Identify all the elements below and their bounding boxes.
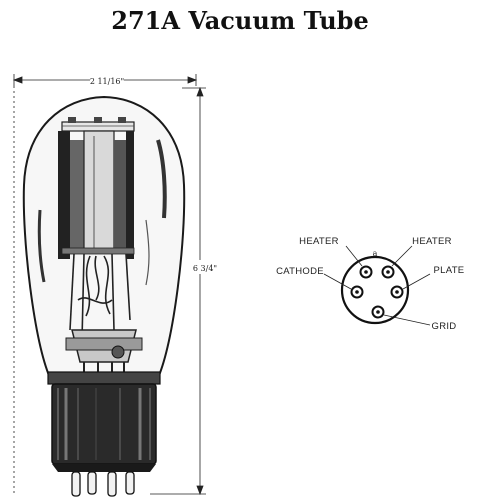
- label-heater-left: HEATER: [299, 236, 339, 247]
- width-label: 2 11/16": [90, 77, 124, 86]
- pin-heater-right: [381, 265, 395, 279]
- label-cathode: CATHODE: [276, 266, 324, 277]
- base-pins: [71, 471, 135, 497]
- diagram-title: 271A Vacuum Tube: [111, 6, 369, 35]
- pin-grid: [371, 305, 385, 319]
- height-dimension: [150, 86, 206, 496]
- support-wires: [69, 253, 131, 341]
- plate-structure: [58, 130, 135, 259]
- label-heater-right: HEATER: [412, 236, 452, 247]
- height-label: 6 3/4": [193, 264, 217, 273]
- label-grid: GRID: [432, 321, 457, 332]
- base-pin-diagram: a HEATER HEATER CATHODE PLATE GRID: [276, 236, 464, 332]
- tube-base: [47, 371, 161, 472]
- key-mark: a: [373, 249, 378, 258]
- top-mica: [61, 117, 135, 132]
- pin-plate: [390, 285, 404, 299]
- socket-outline: [340, 255, 410, 325]
- pin-heater-left: [359, 265, 373, 279]
- label-plate: PLATE: [434, 265, 465, 276]
- pin-cathode: [350, 285, 364, 299]
- glass-highlight-left: [37, 209, 46, 283]
- glass-highlight-right: [156, 139, 167, 219]
- leader-lines: [323, 245, 431, 326]
